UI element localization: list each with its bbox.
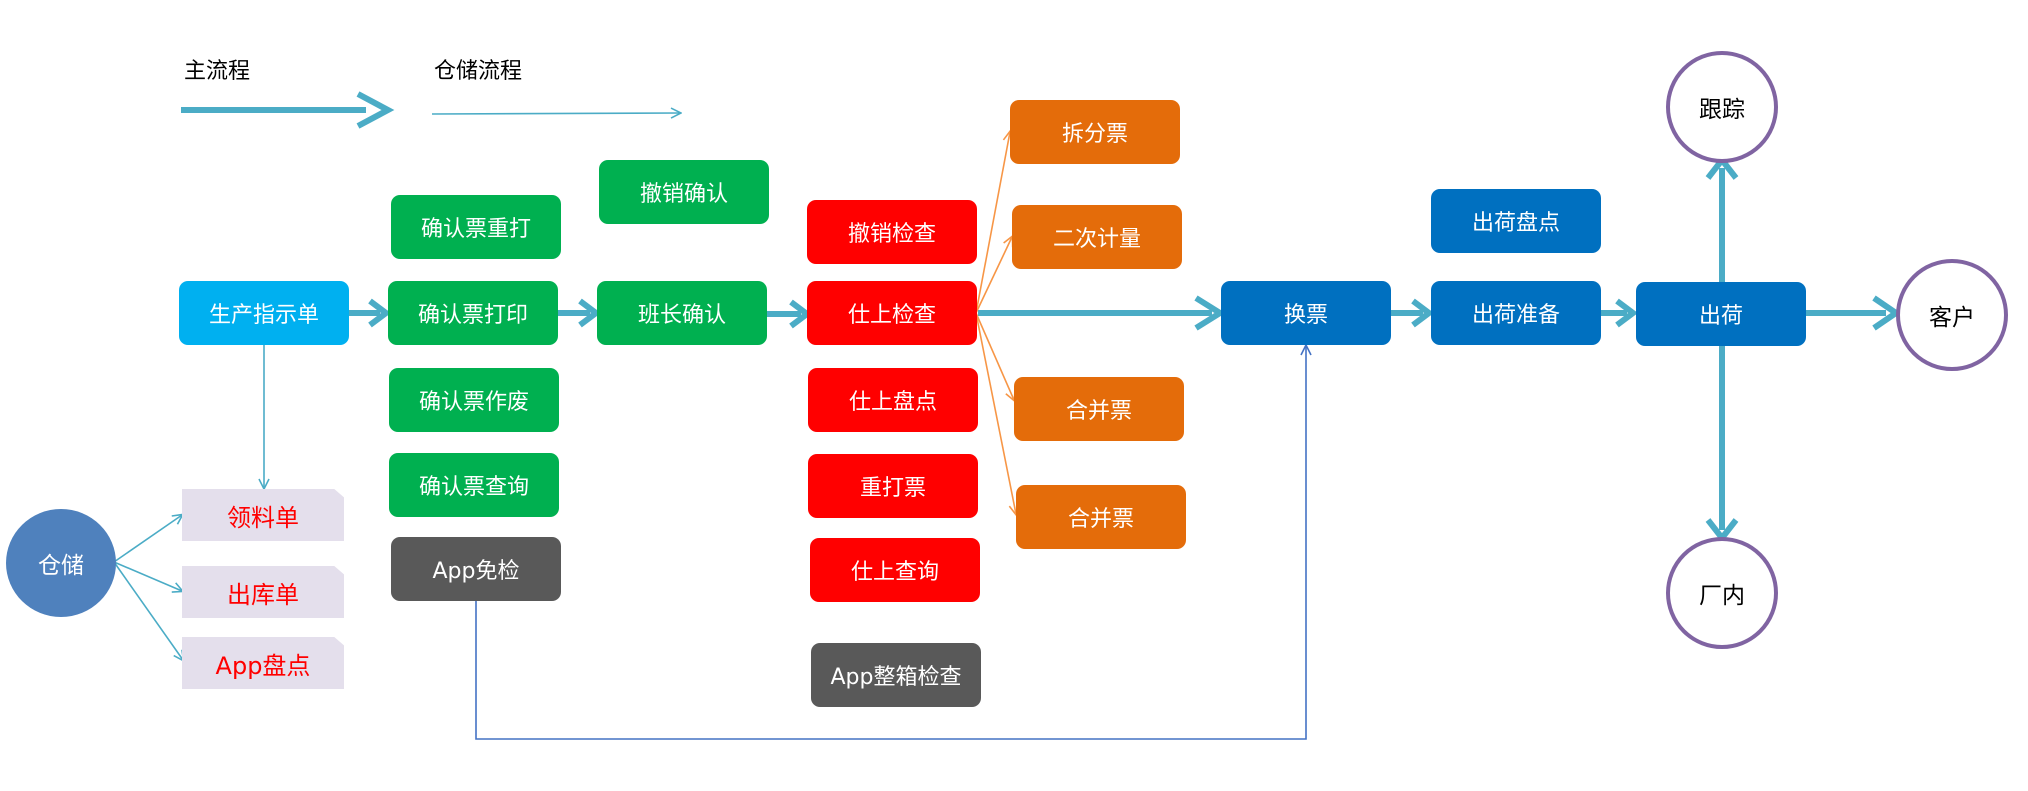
legend-main-flow-arrow — [181, 91, 395, 129]
node-merge-ticket-2[interactable]: 合并票 — [1016, 485, 1186, 549]
node-customer[interactable]: 客户 — [1896, 259, 2008, 371]
arrow-leader-to-check — [767, 299, 812, 329]
line-warehouse-to-requisition — [113, 515, 182, 563]
arrow-ship-to-customer — [1806, 295, 1902, 331]
node-ship[interactable]: 出荷 — [1636, 282, 1806, 346]
node-cancel-confirm[interactable]: 撤销确认 — [599, 160, 769, 224]
node-confirm-void[interactable]: 确认票作废 — [389, 368, 559, 432]
line-warehouse-to-app-inventory — [113, 561, 183, 660]
node-shiage-check[interactable]: 仕上检查 — [807, 281, 977, 345]
node-ship-prepare[interactable]: 出荷准备 — [1431, 281, 1601, 345]
line-check-to-merge-2 — [975, 312, 1016, 514]
doc-material-requisition[interactable]: 领料单 — [182, 489, 344, 541]
node-app-exempt[interactable]: App免检 — [391, 537, 561, 601]
line-check-to-second-measure — [975, 237, 1012, 314]
node-confirm-query[interactable]: 确认票查询 — [389, 453, 559, 517]
node-shiage-query[interactable]: 仕上查询 — [810, 538, 980, 602]
node-exchange-ticket[interactable]: 换票 — [1221, 281, 1391, 345]
node-merge-ticket-1[interactable]: 合并票 — [1014, 377, 1184, 441]
legend-main-flow-label: 主流程 — [184, 59, 251, 84]
node-cancel-check[interactable]: 撤销检查 — [807, 200, 977, 264]
line-check-to-split — [975, 132, 1010, 314]
arrow-production-to-print — [348, 298, 391, 328]
node-confirm-print[interactable]: 确认票打印 — [388, 281, 558, 345]
node-reprint-ticket[interactable]: 重打票 — [808, 454, 978, 518]
node-in-factory[interactable]: 厂内 — [1666, 537, 1778, 649]
arrow-exchange-to-prepare — [1391, 298, 1434, 328]
node-warehouse[interactable]: 仓储 — [6, 509, 116, 617]
arrow-print-to-leader — [558, 298, 601, 328]
node-tracking[interactable]: 跟踪 — [1666, 51, 1778, 163]
legend-warehouse-flow-label: 仓储流程 — [434, 59, 523, 84]
node-ship-inventory[interactable]: 出荷盘点 — [1431, 189, 1601, 253]
node-app-box-check[interactable]: App整箱检查 — [811, 643, 981, 707]
node-split-ticket[interactable]: 拆分票 — [1010, 100, 1180, 164]
line-check-to-merge-1 — [975, 312, 1014, 400]
node-shiage-inventory[interactable]: 仕上盘点 — [808, 368, 978, 432]
arrow-ship-to-factory — [1705, 345, 1739, 543]
line-warehouse-to-outbound — [113, 561, 182, 591]
doc-app-inventory[interactable]: App盘点 — [182, 637, 344, 689]
doc-outbound-order[interactable]: 出库单 — [182, 566, 344, 618]
arrow-check-to-exchange — [978, 295, 1226, 331]
line-app-exempt-to-exchange — [475, 346, 1306, 740]
node-second-measure[interactable]: 二次计量 — [1012, 205, 1182, 269]
legend-warehouse-flow-arrow — [431, 113, 680, 114]
node-confirm-reprint[interactable]: 确认票重打 — [391, 195, 561, 259]
node-leader-confirm[interactable]: 班长确认 — [597, 281, 767, 345]
arrow-prepare-to-ship — [1600, 298, 1638, 328]
node-production-order[interactable]: 生产指示单 — [179, 281, 349, 345]
arrow-ship-to-tracking — [1705, 155, 1739, 282]
